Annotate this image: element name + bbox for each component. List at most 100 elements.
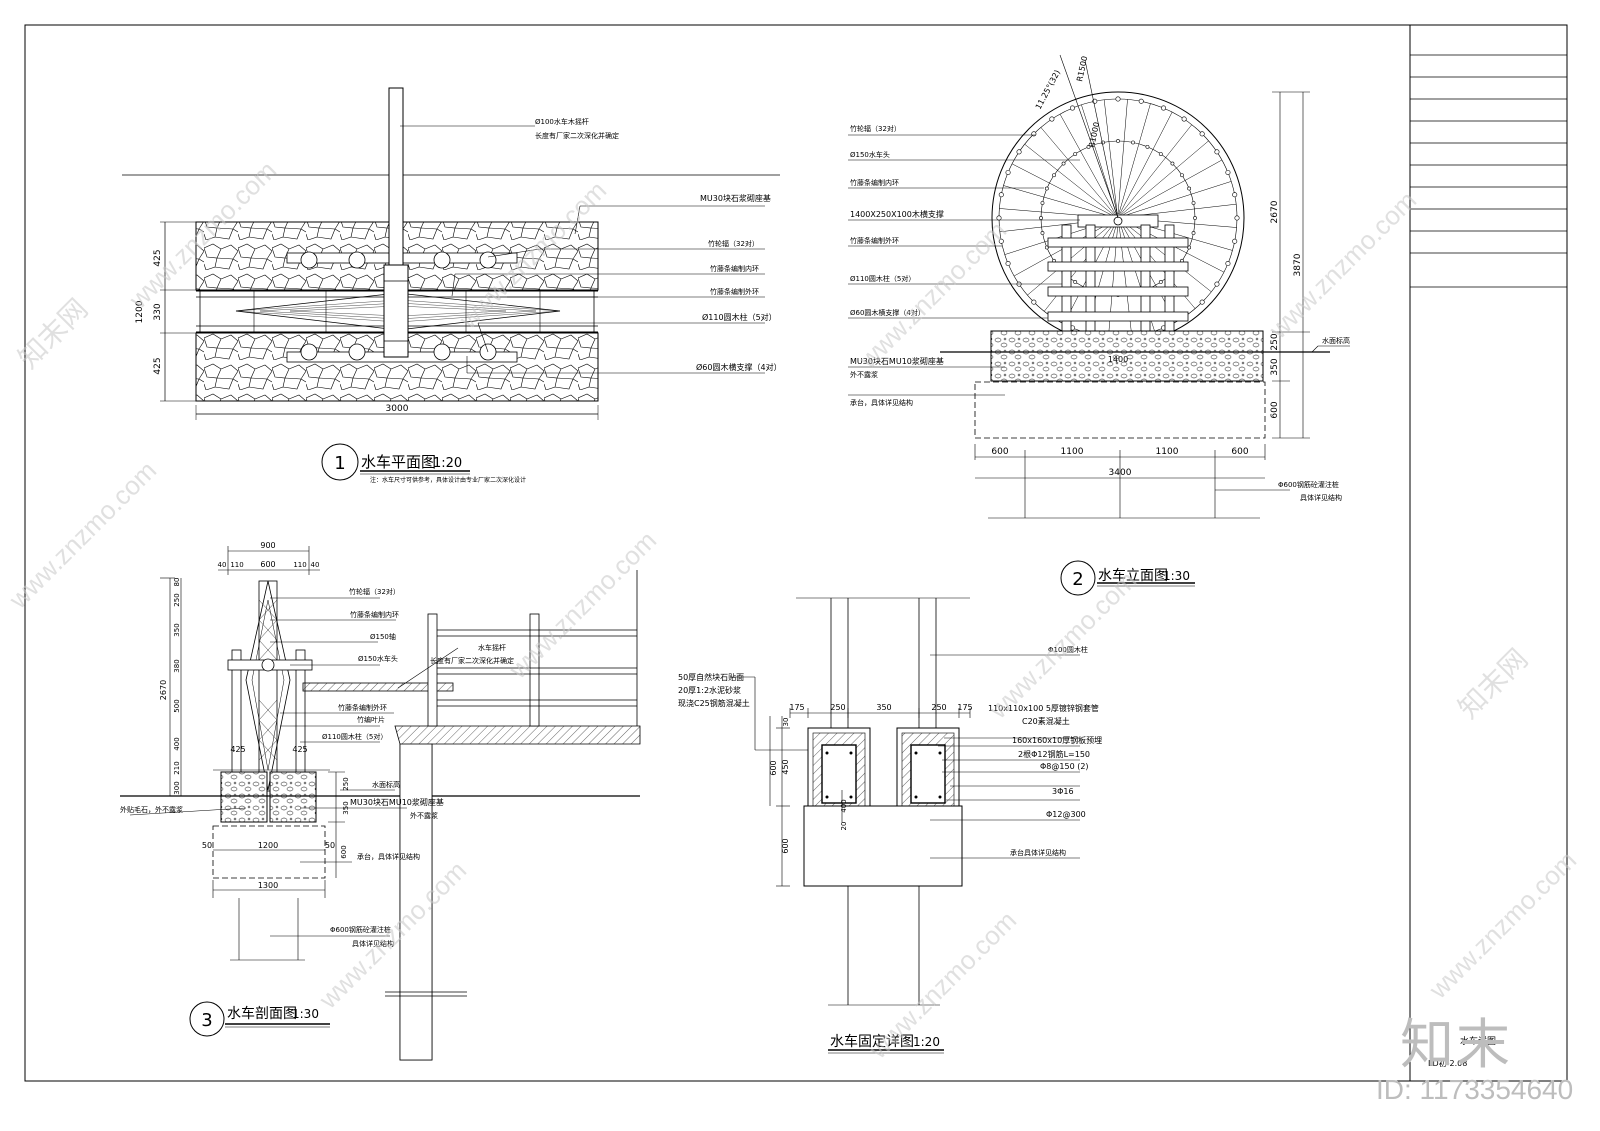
plan-label: MU30块石浆砌座基 (700, 193, 771, 203)
sect-dim: 80 (173, 578, 181, 587)
wheel-paddle-node (1199, 299, 1205, 305)
plan-num: 1 (334, 453, 345, 474)
sect-dim: 500 (173, 699, 181, 712)
image-id: ID: 1173354640 (1376, 1074, 1574, 1105)
plan-dim: 1200 (135, 300, 145, 323)
sect-label: MU30块石MU10浆砌座基 (350, 797, 444, 807)
elev-label: 竹藤条编制外环 (850, 236, 899, 245)
wheel-spoke (1024, 143, 1115, 216)
detail-label: 160x160x10厚钢板预埋 (1012, 735, 1102, 745)
plan-label: 长度有厂家二次深化并确定 (535, 131, 619, 140)
sect-dim: 350 (173, 623, 181, 636)
drawing-name: 水车详图 (1460, 1035, 1496, 1047)
wheel-spoke (1120, 140, 1209, 216)
wheel-inner-node (1193, 216, 1197, 220)
plan-view (122, 87, 780, 481)
wheel-spoke (1119, 111, 1173, 215)
sect-dim: 40 (311, 561, 320, 569)
wheel-inner-node (1191, 231, 1196, 235)
elev-dim: R1500 (1075, 55, 1089, 82)
wheel-paddle-node (1005, 261, 1011, 267)
wheel-spoke (1081, 104, 1117, 215)
sect-label: 竹藤条编制内环 (350, 610, 399, 619)
sect-dim: 210 (173, 761, 181, 774)
elev-dim: 600 (1231, 447, 1248, 457)
wheel-inner-node (1086, 144, 1091, 149)
elev-label: 承台，具体详见结构 (850, 398, 913, 407)
sect-dim: 2670 (159, 680, 168, 700)
sect-label: 竹轮辐（32对） (349, 587, 400, 596)
sheet-frame (24, 24, 1568, 1082)
detail-dim: 250 (931, 703, 946, 712)
wheel-paddle-node (1232, 192, 1238, 198)
sect-dim: 50 (325, 841, 335, 850)
section-view (120, 546, 641, 1061)
plan-text: Ø100水车木摇杆 长度有厂家二次深化并确定 MU30块石浆砌座基 竹轮辐（32… (135, 117, 782, 484)
watermark-text: www.znzmo.com (1422, 845, 1582, 1005)
wheel-inner-node (1187, 186, 1192, 191)
wheel-paddle-node (1232, 238, 1238, 244)
elev-label: 具体详见结构 (1300, 493, 1342, 502)
detail-dim: 250 (830, 703, 845, 712)
elev-dim: 250 (1270, 333, 1280, 350)
wheel-paddle-node (1069, 105, 1075, 111)
wheel-paddle-node (1016, 149, 1022, 155)
wheel-inner-node (1073, 280, 1078, 284)
sect-dim: 350 (342, 801, 350, 814)
watermark-text: www.znzmo.com (1262, 185, 1422, 345)
wheel-spoke (1059, 113, 1116, 215)
watermark-text: www.znzmo.com (2, 455, 162, 615)
detail-label: 50厚自然块石贴面 (678, 672, 744, 682)
sect-dim: 110 (230, 561, 243, 569)
sect-dim: 1200 (258, 841, 278, 850)
elev-dim: 1100 (1156, 447, 1179, 457)
elev-dim: 350 (1270, 358, 1280, 375)
elev-dim: 1100 (1061, 447, 1084, 457)
wheel-inner-node (1180, 173, 1184, 178)
wheel-inner-node (1073, 152, 1078, 156)
detail-label: Φ8@150 (2) (1040, 762, 1089, 771)
detail-label: C20素混凝土 (1022, 716, 1070, 726)
sect-dim: 300 (173, 781, 181, 794)
brand-logo: 知末 (1400, 1013, 1512, 1076)
detail-dim: 400 (840, 799, 848, 812)
sect-dim: 425 (292, 745, 307, 754)
elev-dim: 600 (991, 447, 1008, 457)
plan-label: 竹轮辐（32对） (708, 239, 759, 248)
elev-label: 1400X250X100木横支撑 (850, 209, 944, 219)
drawing-code: LD初-2.08 (1428, 1058, 1467, 1068)
wheel-paddle-node (1115, 96, 1121, 102)
detail-dim: 30 (782, 718, 790, 727)
wheel-paddle-node (1214, 149, 1220, 155)
wheel-inner-node (1131, 140, 1135, 145)
detail-dim: 175 (789, 703, 804, 712)
elev-dim: 3400 (1109, 468, 1132, 478)
sect-dim: 50 (202, 841, 212, 850)
wheel-spoke (1040, 127, 1116, 216)
plan-dim: 3000 (386, 404, 409, 414)
detail-label: 承台具体详见结构 (1010, 848, 1066, 857)
detail-label: Φ12@300 (1046, 810, 1086, 819)
sect-dim: 400 (173, 737, 181, 750)
sect-dim: 600 (260, 560, 275, 569)
wheel-paddle-node (1214, 281, 1220, 287)
elevation-view (848, 54, 1350, 596)
plan-dim: 425 (153, 357, 163, 374)
detail-dim: 450 (781, 759, 790, 774)
wheel-spoke (1118, 103, 1151, 215)
elev-dim: 600 (1270, 401, 1280, 418)
wheel-spoke (1103, 99, 1118, 215)
wheel-inner-node (1039, 216, 1043, 220)
sect-dim: 900 (260, 541, 275, 550)
watermark-text: www.znzmo.com (312, 855, 472, 1015)
section-text: 竹轮辐（32对） 竹藤条编制内环 Ø150轴 Ø150水车头 竹藤条编制外环 竹… (120, 541, 514, 1031)
sect-dim: 380 (173, 659, 181, 672)
wheel-inner-node (1191, 201, 1196, 205)
plan-label: Ø100水车木摇杆 (535, 117, 589, 126)
elev-scale: 1:30 (1163, 569, 1190, 583)
sect-label: 竹编叶片 (357, 715, 385, 724)
sect-label: Φ600钢筋砼灌注桩 (330, 925, 391, 934)
plan-dim: 425 (153, 249, 163, 266)
detail-dim: 600 (769, 760, 778, 775)
